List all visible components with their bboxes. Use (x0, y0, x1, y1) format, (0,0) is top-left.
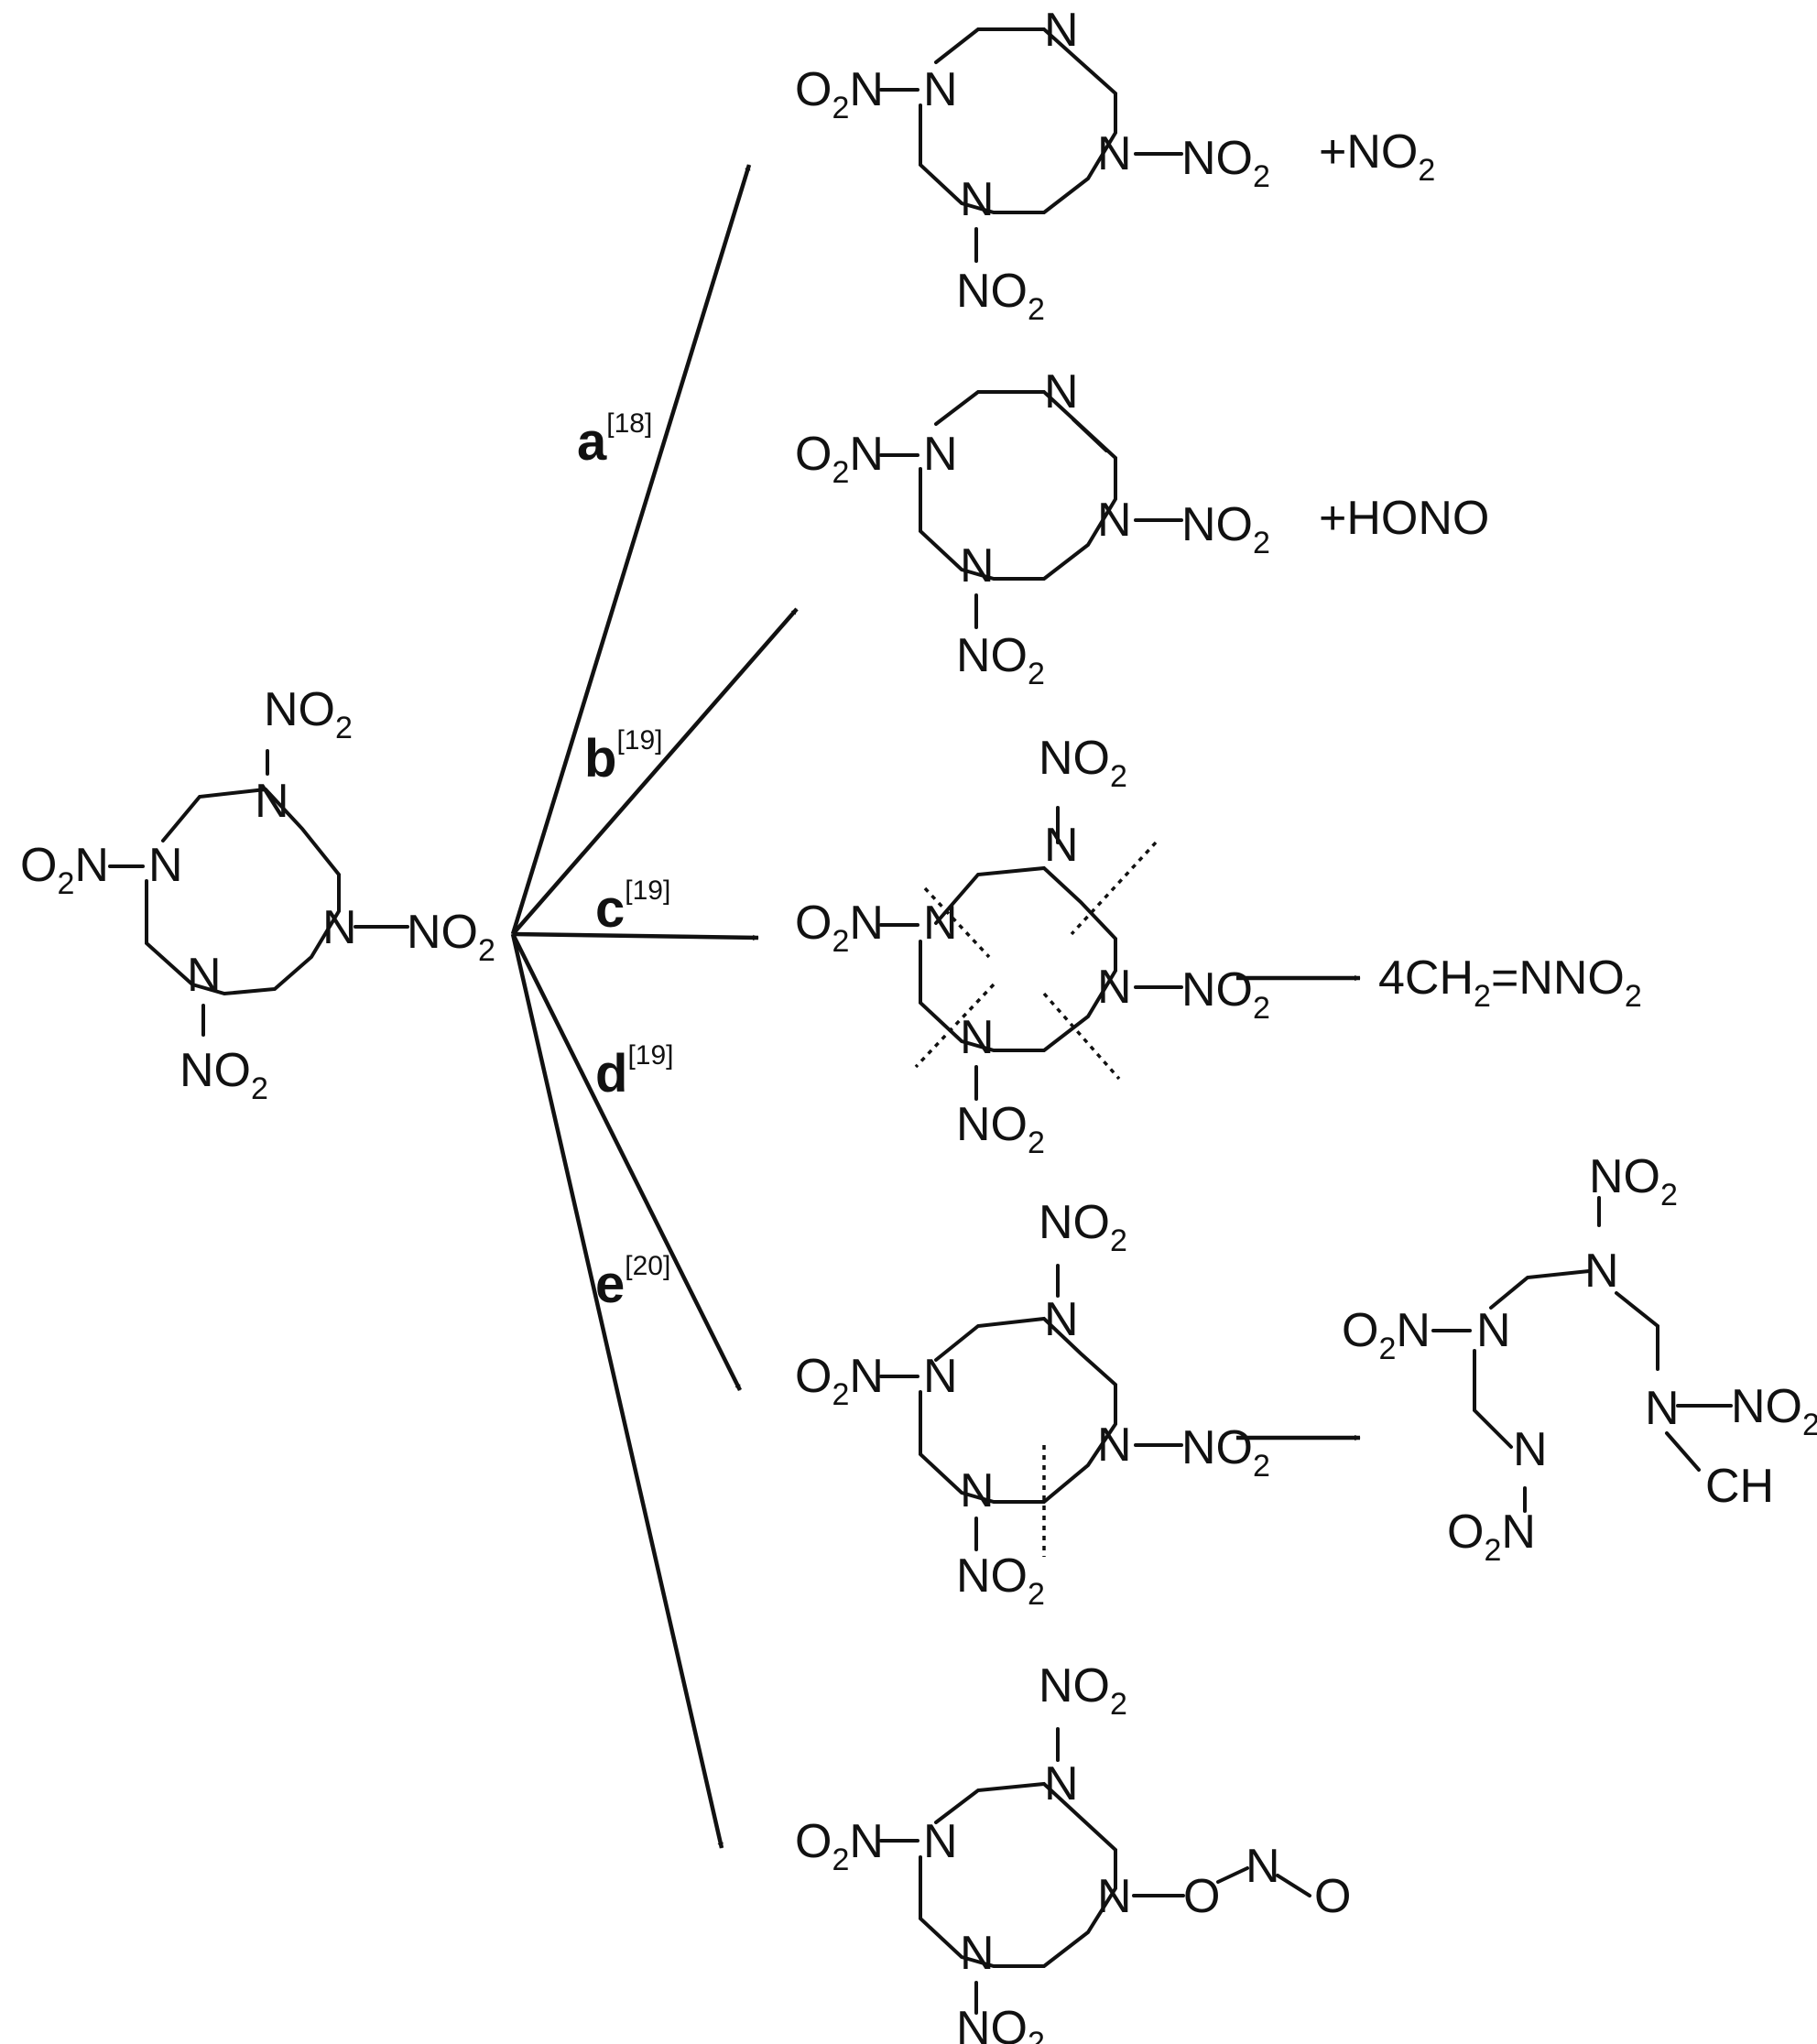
atom-o: O (1314, 1870, 1351, 1923)
atom-n: N (1044, 819, 1079, 872)
atom-n: N (1097, 127, 1132, 180)
atom-n: N (1097, 494, 1132, 547)
atom-n: N (960, 539, 995, 593)
atom-n: N (1097, 1419, 1132, 1472)
product-e: N N N N O N O NO2 O2N NO2 (795, 1659, 1351, 2044)
nitro-group: O2N (795, 1350, 884, 1412)
atom-n: N (187, 949, 222, 1002)
atom-n: N (1097, 961, 1132, 1014)
atom-n: N (1584, 1245, 1619, 1298)
atom-n: N (960, 1011, 995, 1064)
nitro-group: NO2 (956, 629, 1045, 691)
pathway-label-d: d[19] (595, 1040, 673, 1104)
nitro-group: NO2 (1039, 1196, 1127, 1258)
atom-n: N (1097, 1870, 1132, 1923)
nitro-group: NO2 (264, 683, 353, 745)
pathway-label-c: c[19] (595, 875, 670, 939)
nitro-group: NO2 (1181, 1421, 1270, 1484)
atom-n: N (148, 839, 183, 892)
atom-n: N (923, 63, 958, 116)
atom-n: N (923, 897, 958, 950)
nitro-group: NO2 (956, 1098, 1045, 1160)
product-d: N N N N NO2 O2N NO2 O2N CH (1342, 1150, 1817, 1568)
atom-n: N (960, 1927, 995, 1980)
nitro-group: NO2 (956, 1549, 1045, 1612)
nitro-group: O2N (1342, 1304, 1431, 1366)
nitro-group: NO2 (1181, 132, 1270, 194)
pathway-label-e: e[20] (595, 1251, 670, 1314)
pathway-labels: a[18] b[19] c[19] d[19] e[20] (577, 408, 673, 1314)
atom-n: N (1044, 1757, 1079, 1810)
arrow-d (510, 932, 743, 1392)
nitro-group: NO2 (1181, 963, 1270, 1026)
byproduct-a: +NO2 (1319, 125, 1435, 188)
pathway-label-b: b[19] (584, 725, 662, 788)
intermediate-d: N N N N NO2 O2N NO2 NO2 (795, 1196, 1270, 1612)
nitro-group: O2N (795, 428, 884, 490)
byproduct-b: +HONO (1319, 492, 1489, 545)
atom-n: N (923, 1350, 958, 1403)
nitro-group: NO2 (956, 2002, 1045, 2044)
atom-n: N (960, 1464, 995, 1517)
atom-n: N (923, 428, 958, 481)
atom-n: N (255, 775, 289, 828)
nitro-group: NO2 (1039, 1659, 1127, 1722)
arrow-c (512, 931, 759, 941)
atom-ch: CH (1705, 1460, 1774, 1513)
nitro-group: O2N (795, 897, 884, 959)
atom-n: N (1645, 1382, 1680, 1435)
atom-n: N (923, 1815, 958, 1868)
product-a: N N N N O2N NO2 NO2 +NO2 (795, 4, 1435, 327)
nitro-group: O2N (795, 63, 884, 125)
nitro-group: NO2 (180, 1044, 268, 1106)
product-b: N N N N O2N NO2 NO2 +HONO (795, 365, 1489, 691)
arrow-e (510, 933, 724, 1849)
nitro-group: O2N (795, 1815, 884, 1877)
atom-n: N (1044, 365, 1079, 419)
reactant-hmx: N N N N NO2 O2N NO2 NO2 (20, 683, 495, 1106)
arrow-a (510, 164, 752, 935)
nitro-group: NO2 (956, 265, 1045, 327)
nitro-group: NO2 (1589, 1150, 1678, 1212)
nitro-group: O2N (1447, 1506, 1536, 1568)
product-c: 4CH2=NNO2 (1378, 951, 1642, 1014)
nitro-group: NO2 (1181, 498, 1270, 560)
intermediate-c: N N N N NO2 O2N NO2 NO2 4CH2=NNO2 (795, 732, 1642, 1160)
nitro-group: O2N (20, 839, 109, 901)
nitro-group: NO2 (1039, 732, 1127, 794)
arrow-b (511, 607, 799, 936)
nitro-group: NO2 (1731, 1380, 1817, 1442)
atom-n: N (322, 901, 357, 954)
atom-n: N (1246, 1840, 1280, 1893)
atom-n: N (1044, 4, 1079, 57)
atom-n: N (1513, 1423, 1548, 1476)
atom-o: O (1183, 1870, 1220, 1923)
nitro-group: NO2 (407, 906, 495, 968)
atom-n: N (1044, 1293, 1079, 1346)
atom-n: N (960, 173, 995, 226)
pathway-arrows (510, 164, 1361, 1849)
atom-n: N (1476, 1304, 1511, 1357)
pathway-label-a: a[18] (577, 408, 652, 472)
